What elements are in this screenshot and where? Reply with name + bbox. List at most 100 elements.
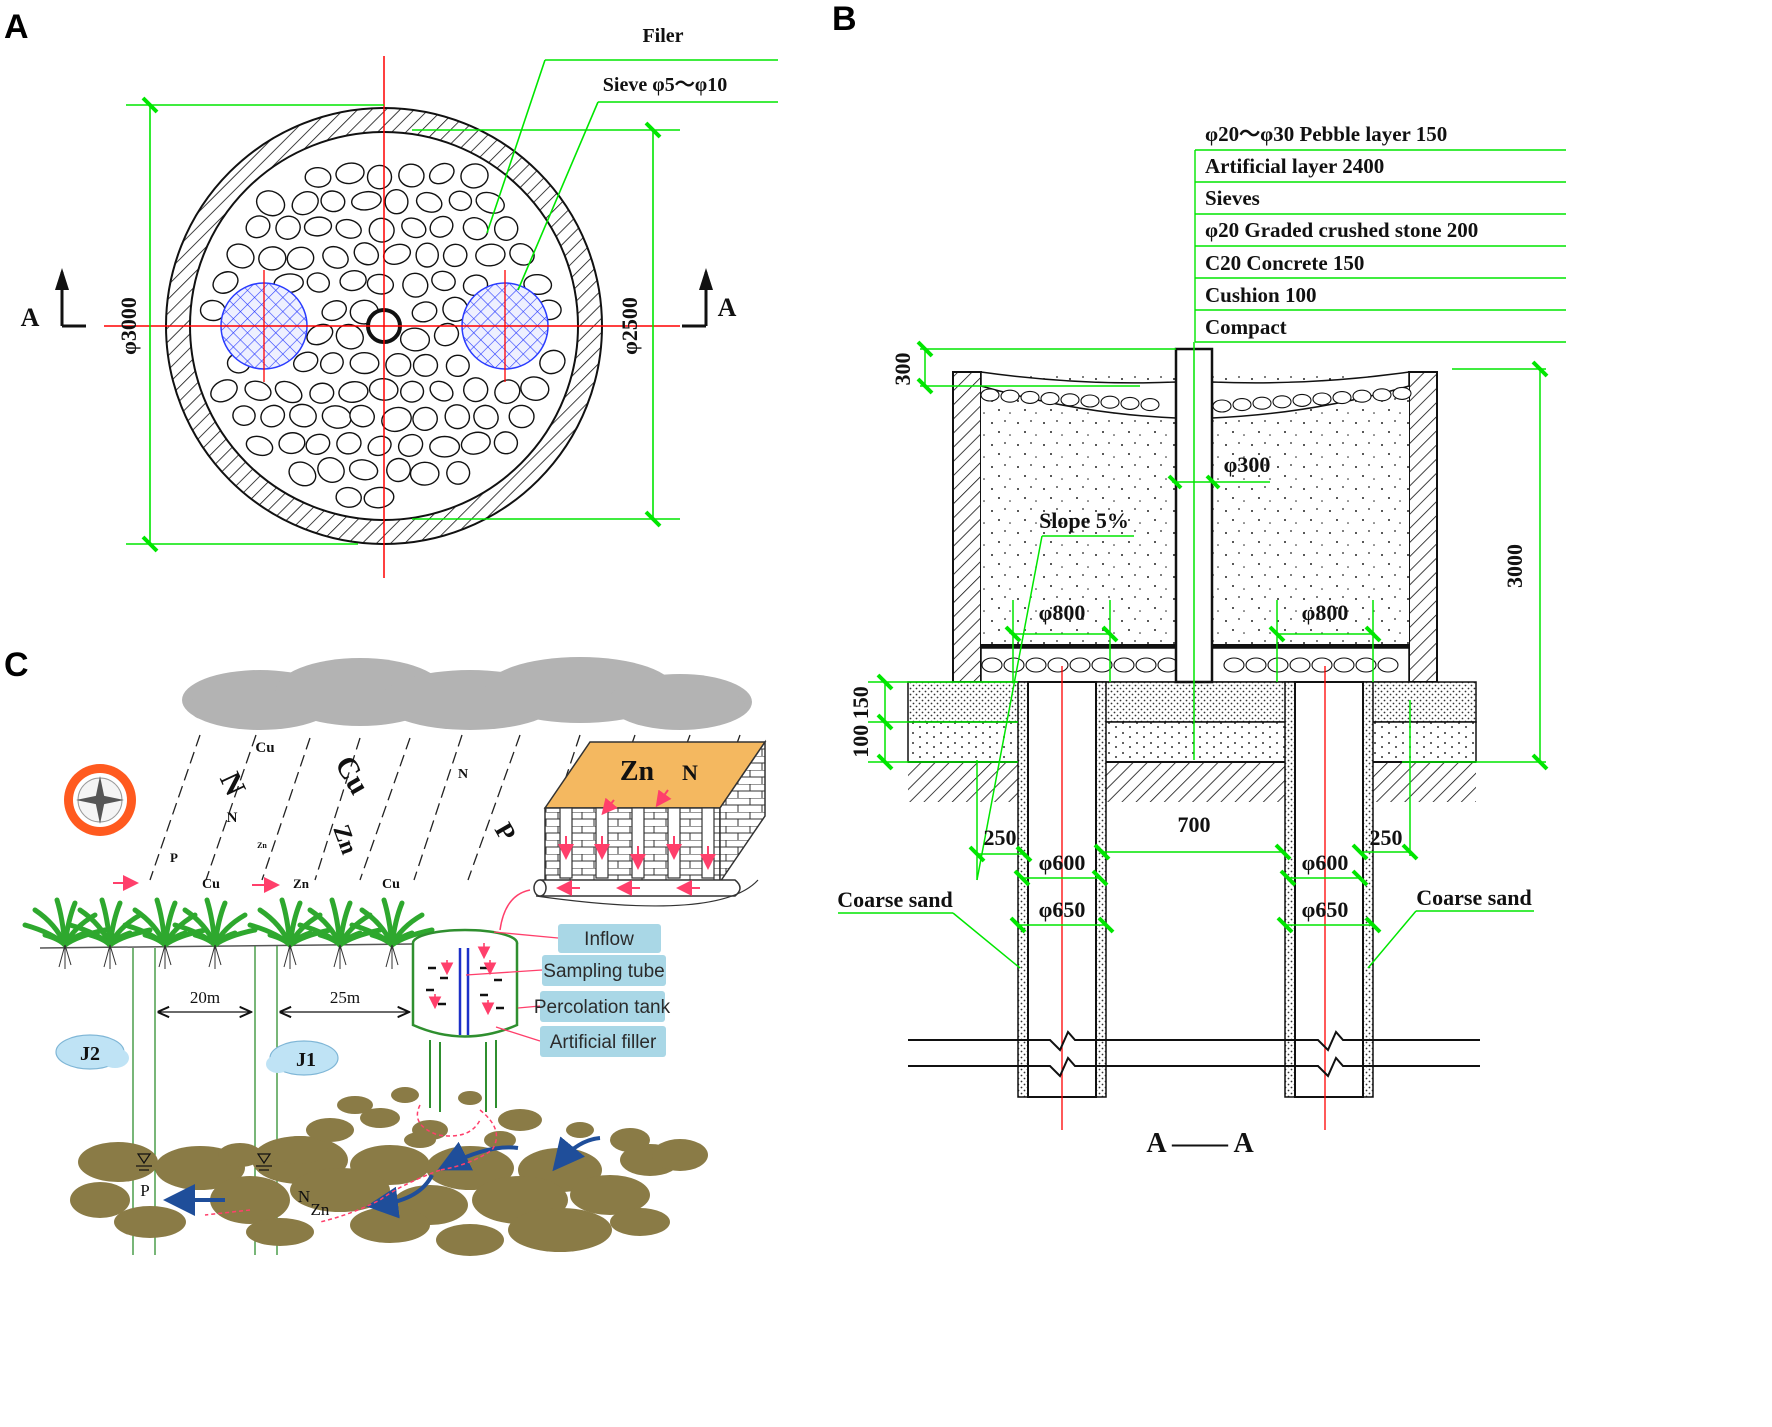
rain-element: N xyxy=(227,810,238,826)
pebble-stones-top xyxy=(980,386,1412,413)
filler-stone xyxy=(445,354,470,378)
rain-element: Cu xyxy=(202,877,220,892)
filler-stone xyxy=(411,301,438,323)
marker-n: N xyxy=(298,1187,310,1206)
section-left-letter: A xyxy=(21,303,40,332)
dim-outer-diameter: φ3000 xyxy=(116,297,141,355)
dim-ticks-b xyxy=(876,340,1549,934)
filler-stone xyxy=(335,218,362,239)
pebble xyxy=(570,1175,650,1215)
pebble xyxy=(1392,386,1412,400)
filler-stone xyxy=(278,432,306,455)
pebble xyxy=(436,1224,504,1256)
crushed-stone xyxy=(1135,657,1157,673)
dim-slope: Slope 5% xyxy=(1039,508,1129,533)
filler-stone xyxy=(366,164,393,190)
tag-percolation-tank-label: Percolation tank xyxy=(534,997,671,1018)
panel-b-letter: B xyxy=(832,0,857,38)
pebble xyxy=(1252,396,1272,410)
plant xyxy=(172,897,258,969)
label-coarse-sand-left: Coarse sand xyxy=(837,887,953,912)
dim-phi650-right: φ650 xyxy=(1302,897,1349,922)
filler-stone xyxy=(429,215,454,238)
filler-stone xyxy=(398,163,425,188)
filler-stone xyxy=(212,271,239,294)
concrete-layer xyxy=(907,681,1477,723)
pebble xyxy=(210,1176,290,1224)
layer-label-0: φ20～φ30 Pebble layer 150 xyxy=(1205,122,1447,146)
filler-stone xyxy=(473,404,499,430)
pebble xyxy=(484,1131,516,1149)
filler-stone xyxy=(412,353,439,377)
filler-stone xyxy=(349,351,380,375)
filler-stone xyxy=(448,190,473,212)
pebble xyxy=(337,1096,373,1114)
filler-stone xyxy=(397,433,424,457)
pebble xyxy=(1140,398,1160,412)
pebble xyxy=(1232,398,1252,412)
filler-stone xyxy=(442,243,468,268)
filler-stone xyxy=(412,406,438,432)
filler-stone xyxy=(509,243,535,266)
filler-stone xyxy=(275,215,301,240)
filler-stone xyxy=(493,431,519,455)
filler-stone xyxy=(349,404,375,428)
crushed-stone xyxy=(1069,657,1091,673)
filler-stone xyxy=(494,379,521,405)
layer-label-6: Compact xyxy=(1205,315,1287,339)
filler-stone xyxy=(366,273,395,295)
pebble xyxy=(508,1208,612,1252)
filler-stone xyxy=(446,460,471,485)
tag-percolation-tank xyxy=(540,991,665,1022)
rain-element: N xyxy=(458,767,468,782)
plant xyxy=(67,897,153,969)
section-marker-left: A xyxy=(21,268,86,332)
filler-stone xyxy=(255,190,286,217)
crushed-stone xyxy=(1047,657,1069,673)
filler-stone xyxy=(415,242,440,268)
surface-flow-arrows xyxy=(113,875,280,893)
rain-element: Cu xyxy=(382,877,400,892)
marker-p: P xyxy=(140,1181,149,1200)
filler-stone xyxy=(401,217,427,239)
filler-stone xyxy=(303,216,333,237)
crushed-stone xyxy=(1223,657,1245,673)
dimension-lines-a xyxy=(126,59,778,545)
dim-phi800-right: φ800 xyxy=(1302,600,1349,625)
pebble xyxy=(1120,396,1140,410)
section-right-letter: A xyxy=(718,293,737,322)
marker-zn: Zn xyxy=(311,1200,330,1219)
pebble xyxy=(652,1139,708,1171)
filler-stone xyxy=(539,349,566,375)
rain-element: Zn xyxy=(293,876,310,891)
tag-artificial-filler-label: Artificial filler xyxy=(550,1032,657,1053)
pebble xyxy=(350,1207,430,1243)
pebble xyxy=(1372,388,1392,402)
pebble xyxy=(290,1168,390,1212)
pebble xyxy=(391,1087,419,1103)
section-title-aa: A —— A xyxy=(1146,1128,1254,1159)
plant xyxy=(122,897,208,969)
rain-element: N xyxy=(213,767,252,801)
dim-250-left: 250 xyxy=(984,825,1017,850)
filler-stone xyxy=(399,327,431,352)
rain-element: Cu xyxy=(255,740,274,756)
filler-stone xyxy=(304,166,332,188)
label-filer: Filer xyxy=(642,25,683,47)
filler-stone xyxy=(317,457,345,483)
filler-stone xyxy=(463,377,489,403)
pebble xyxy=(1040,392,1060,406)
filler-stone xyxy=(433,322,460,347)
filler-stone xyxy=(348,459,379,481)
filler-stone xyxy=(321,300,348,322)
dim-250-right: 250 xyxy=(1370,825,1403,850)
ground-surface xyxy=(39,943,413,949)
rain-element: Cu xyxy=(328,750,376,800)
filler-stone xyxy=(415,191,443,213)
tag-artificial-filler xyxy=(540,1026,666,1057)
pebble xyxy=(404,1132,436,1148)
crushed-stones xyxy=(981,657,1399,673)
filler-stone xyxy=(309,382,335,404)
filler-stone xyxy=(460,431,491,455)
pebble xyxy=(1352,389,1372,403)
